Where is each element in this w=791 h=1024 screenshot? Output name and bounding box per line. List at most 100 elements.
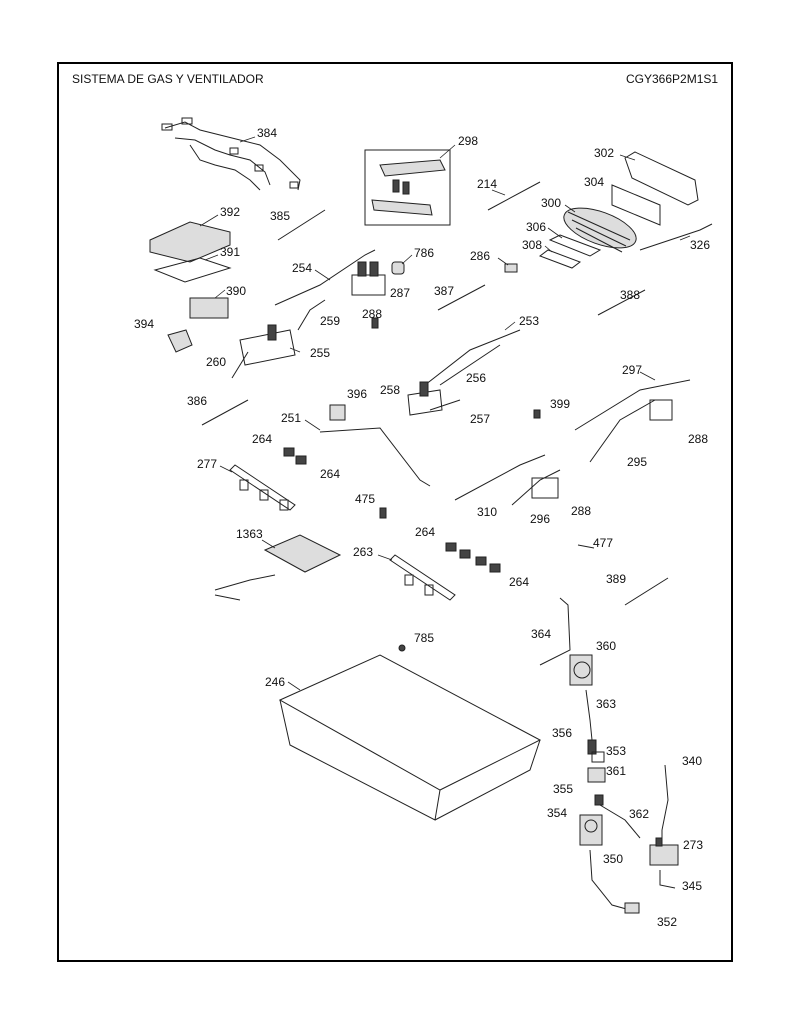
valve-264c (445, 542, 471, 559)
label-258: 258 (380, 383, 400, 397)
label-1363: 1363 (236, 527, 263, 541)
clip-286 (504, 263, 518, 273)
label-386: 386 (187, 394, 207, 408)
label-259: 259 (320, 314, 340, 328)
valve-258 (407, 381, 443, 416)
bracket-396 (329, 404, 346, 421)
label-264-a: 264 (252, 432, 272, 446)
solenoid-273 (649, 837, 679, 866)
bracket-288 (649, 399, 673, 421)
label-288-c: 288 (571, 504, 591, 518)
label-394: 394 (134, 317, 154, 331)
valve-bracket-287 (351, 261, 386, 296)
label-253: 253 (519, 314, 539, 328)
wire-326 (639, 223, 713, 251)
label-308: 308 (522, 238, 542, 252)
label-363: 363 (596, 697, 616, 711)
label-254: 254 (292, 261, 312, 275)
tube-363 (585, 689, 593, 741)
label-298: 298 (458, 134, 478, 148)
label-786: 786 (414, 246, 434, 260)
label-360: 360 (596, 639, 616, 653)
label-385: 385 (270, 209, 290, 223)
bushing-786 (391, 261, 405, 275)
label-264-c: 264 (415, 525, 435, 539)
tube-253 (424, 329, 521, 386)
label-390: 390 (226, 284, 246, 298)
burner-rail-263 (389, 554, 456, 601)
label-286: 286 (470, 249, 490, 263)
cover-392 (149, 221, 231, 263)
label-302: 302 (594, 146, 614, 160)
label-288-b: 288 (688, 432, 708, 446)
burner-rail-277 (229, 464, 296, 511)
fitting-475 (379, 507, 387, 519)
screw-399 (533, 409, 541, 419)
bracket-288-lower (531, 477, 559, 499)
wire-385 (277, 209, 326, 241)
label-256: 256 (466, 371, 486, 385)
label-273: 273 (683, 838, 703, 852)
tube-259 (297, 299, 326, 331)
wire-297 (574, 379, 691, 431)
valve-264d (475, 556, 501, 573)
label-356: 356 (552, 726, 572, 740)
tube-296 (511, 469, 561, 506)
label-354: 354 (547, 806, 567, 820)
label-326: 326 (690, 238, 710, 252)
label-392: 392 (220, 205, 240, 219)
label-352: 352 (657, 915, 677, 929)
label-287: 287 (390, 286, 410, 300)
wire-harness-384 (161, 117, 301, 191)
label-255: 255 (310, 346, 330, 360)
tube-350 (589, 849, 631, 911)
label-246: 246 (265, 675, 285, 689)
label-295: 295 (627, 455, 647, 469)
fitting-288 (371, 317, 379, 329)
label-396: 396 (347, 387, 367, 401)
wire-388 (597, 289, 646, 316)
pipe-364 (539, 597, 571, 666)
label-340: 340 (682, 754, 702, 768)
label-399: 399 (550, 397, 570, 411)
valve-354 (579, 814, 603, 846)
clip-477 (577, 544, 595, 549)
label-355: 355 (553, 782, 573, 796)
label-277: 277 (197, 457, 217, 471)
label-288: 288 (362, 307, 382, 321)
label-387: 387 (434, 284, 454, 298)
plate-1363 (214, 534, 342, 601)
tube-257 (429, 399, 461, 411)
label-361: 361 (606, 764, 626, 778)
elbow-345 (659, 870, 676, 889)
gas-tube-254 (274, 249, 376, 306)
fitting-352 (624, 902, 640, 914)
wire-389 (624, 577, 669, 606)
fitting-355 (594, 794, 604, 806)
label-300: 300 (541, 196, 561, 210)
label-362: 362 (629, 807, 649, 821)
diagram-title: SISTEMA DE GAS Y VENTILADOR (72, 72, 264, 86)
model-number: CGY366P2M1S1 (626, 72, 719, 86)
label-477: 477 (593, 536, 613, 550)
label-263: 263 (353, 545, 373, 559)
label-304: 304 (584, 175, 604, 189)
valve-255 (239, 324, 296, 366)
plate-308 (538, 249, 582, 269)
label-350: 350 (603, 852, 623, 866)
transformer-394 (167, 329, 193, 353)
fan-motor-300 (563, 207, 637, 253)
label-251: 251 (281, 411, 301, 425)
label-785: 785 (414, 631, 434, 645)
plate-391 (153, 257, 232, 283)
diagram-frame (57, 62, 733, 962)
label-264-d: 264 (509, 575, 529, 589)
tube-260 (231, 351, 249, 379)
tube-362 (599, 804, 641, 839)
tube-256 (439, 344, 501, 386)
tray-246 (278, 654, 542, 821)
fan-shroud-302 (624, 151, 699, 206)
regulator-360 (569, 654, 593, 686)
label-353: 353 (606, 744, 626, 758)
clamp-361 (587, 767, 606, 783)
